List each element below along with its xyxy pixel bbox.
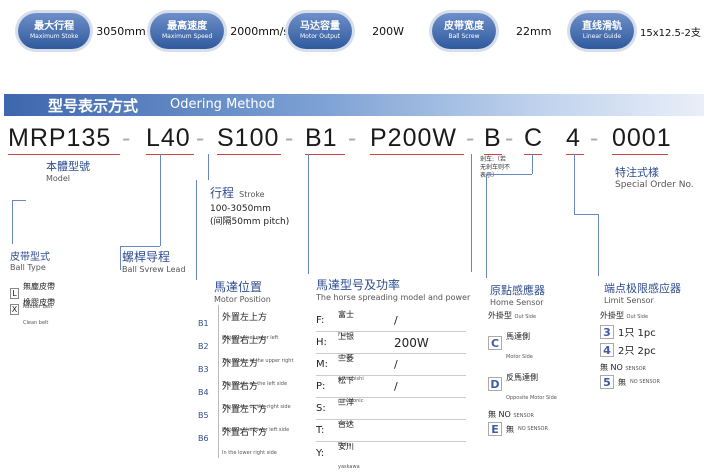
- model-part-special: 0001: [612, 124, 672, 152]
- underline: [8, 154, 120, 155]
- model-part-stroke: S100: [217, 124, 280, 152]
- model-part-motor-position: B1: [305, 124, 338, 152]
- home-sensor-section: 原點感應器 Home Sensor: [490, 284, 545, 307]
- underline: [524, 154, 542, 155]
- model-dash: -: [505, 124, 515, 152]
- motor-position-section: 馬達位置 Motor Position: [214, 280, 271, 304]
- connector: [12, 200, 13, 244]
- model-part-brake: B: [484, 124, 502, 152]
- spec-value: 3050mm: [96, 24, 146, 38]
- banner-subtitle: Odering Method: [170, 97, 275, 112]
- model-dash: -: [348, 124, 358, 152]
- connector: [574, 154, 575, 214]
- spec-value: 2000mm/s: [230, 24, 290, 38]
- model-part-home-sensor: C: [524, 124, 544, 152]
- connector: [160, 154, 161, 246]
- connector: [532, 154, 533, 174]
- spec-value: 22mm: [516, 24, 552, 38]
- underline: [566, 154, 584, 155]
- underline: [305, 154, 345, 155]
- motor-type-section: 馬達型号及功率 The horse spreading model and po…: [316, 278, 471, 302]
- model-dash: -: [196, 124, 206, 152]
- connector: [196, 180, 197, 280]
- model-dash: -: [590, 124, 600, 152]
- underline: [217, 154, 281, 155]
- connector: [598, 214, 599, 276]
- section-banner: 型号表示方式 Odering Method: [4, 94, 704, 116]
- connector: [471, 154, 472, 272]
- model-part-limit-sensor: 4: [566, 124, 581, 152]
- model-part-lead: L40: [146, 124, 191, 152]
- limit-sensor-section: 端点极限感应器 Limit Sensor: [604, 282, 681, 305]
- connector: [574, 214, 598, 215]
- underline: [146, 154, 194, 155]
- belt-type-section: 皮带型式 Ball Type: [10, 252, 50, 272]
- connector: [120, 246, 121, 270]
- underline: [370, 154, 464, 155]
- banner-title: 型号表示方式: [48, 97, 139, 115]
- model-dash: -: [122, 124, 132, 152]
- underline: [484, 154, 502, 155]
- model-part-body: MRP135: [8, 124, 112, 152]
- connector: [486, 174, 532, 175]
- underline: [612, 154, 668, 155]
- brake-note: 剎车:（若无剎车则不表示）: [480, 156, 511, 179]
- spec-value: 200W: [372, 24, 404, 38]
- stroke-section: 行程 Stroke 100-3050mm (间隔50mm pitch): [210, 186, 290, 227]
- connector: [208, 154, 209, 180]
- connector: [486, 174, 487, 278]
- screw-lead-section: 螺桿导程 Ball Svrew Lead: [122, 250, 186, 274]
- spec-value: 15x12.5-2支: [640, 27, 701, 39]
- model-dash: -: [285, 124, 295, 152]
- model-part-motor: P200W: [370, 124, 457, 152]
- connector: [120, 246, 160, 247]
- connector: [308, 154, 309, 274]
- connector: [12, 200, 26, 201]
- model-dash: -: [466, 124, 476, 152]
